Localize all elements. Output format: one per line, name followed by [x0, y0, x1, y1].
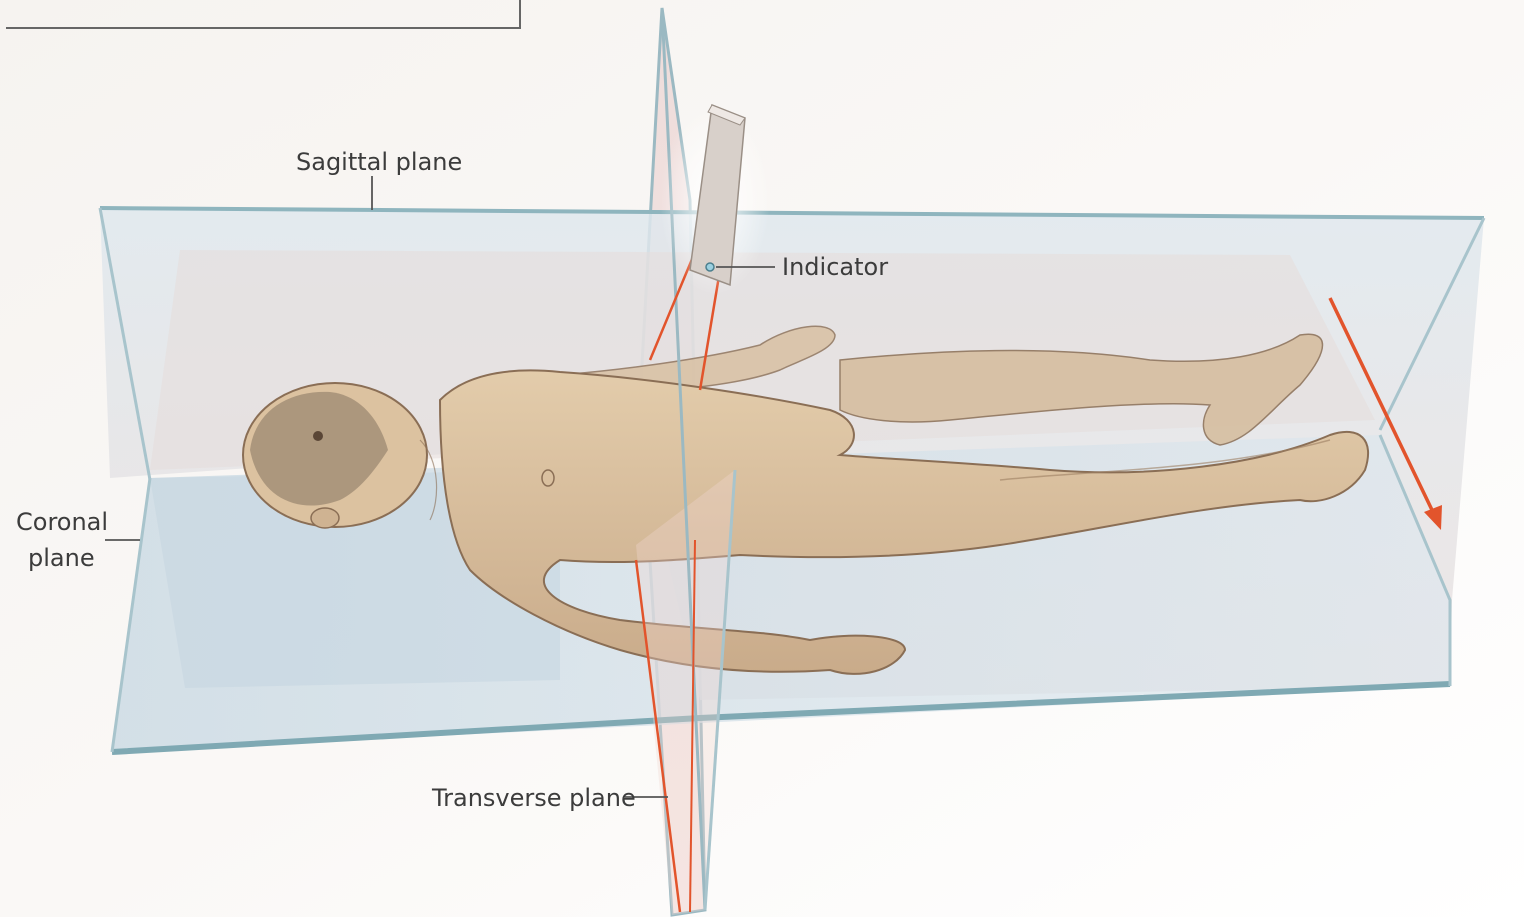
eye	[313, 431, 323, 441]
label-coronal-line1: Coronal	[16, 508, 108, 536]
ear	[311, 508, 339, 528]
label-indicator: Indicator	[782, 253, 888, 281]
label-sagittal-plane: Sagittal plane	[296, 148, 462, 176]
indicator-dot	[706, 263, 714, 271]
label-coronal-line2: plane	[28, 544, 95, 572]
label-transverse-plane: Transverse plane	[431, 784, 636, 812]
